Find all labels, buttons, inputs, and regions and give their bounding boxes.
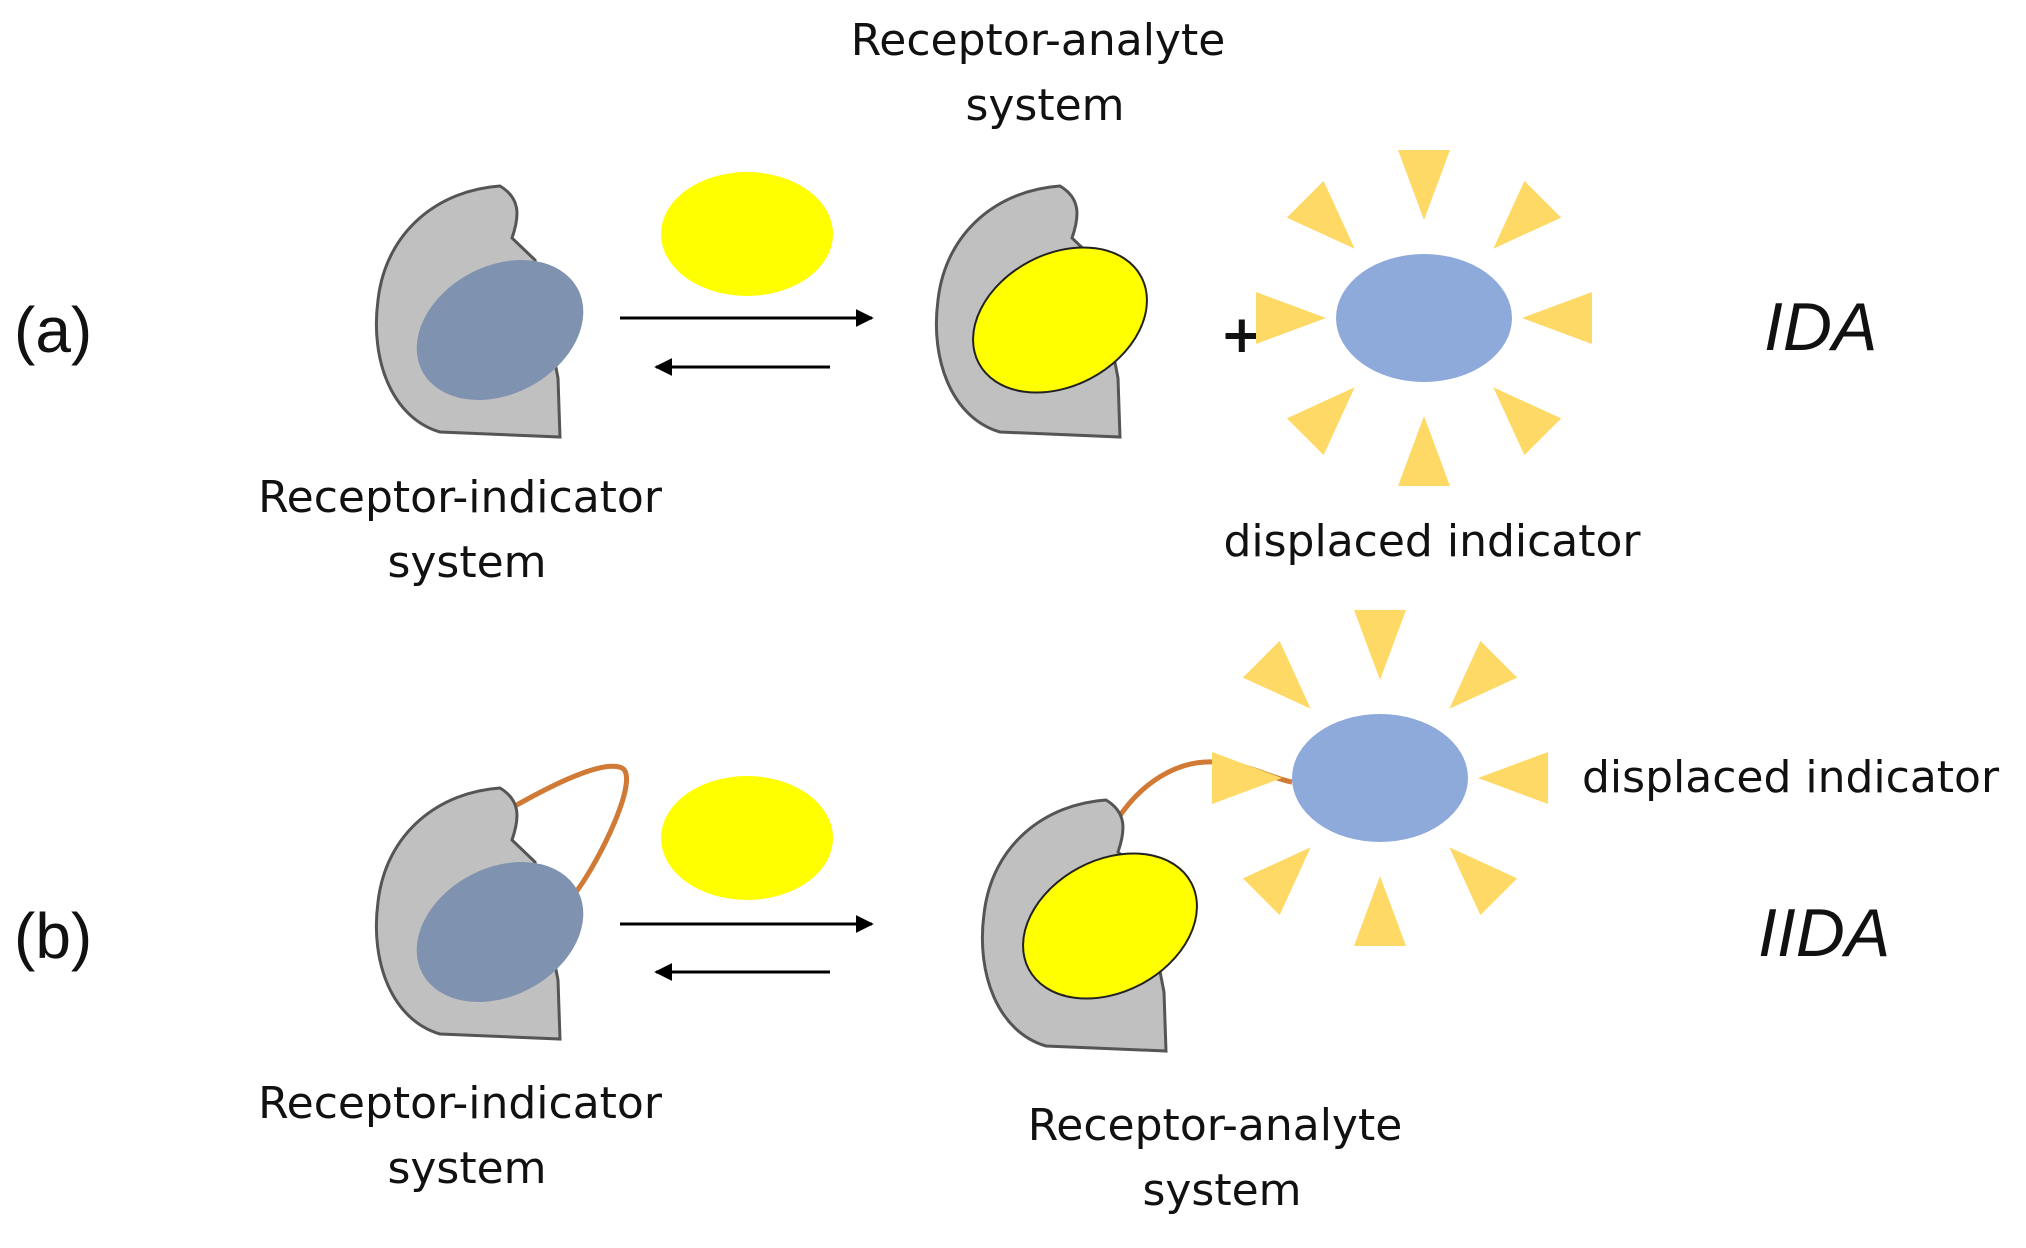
label-line: Receptor-analyte	[1028, 1100, 1403, 1151]
label-line: system	[1142, 1165, 1301, 1216]
displaced-indicator-b	[1212, 610, 1548, 946]
glow-ray	[1286, 180, 1355, 249]
receptor-indicator-label-b: Receptor-indicator system	[258, 1078, 676, 1194]
receptor-analyte-label-a: Receptor-analyte system	[851, 15, 1240, 131]
glow-rays-a	[1256, 150, 1592, 486]
indicator-bound-a	[416, 259, 584, 401]
glow-ray	[1286, 387, 1355, 456]
glow-ray	[1493, 387, 1562, 456]
panel-a: (a) +	[14, 15, 1877, 588]
glow-ray	[1256, 292, 1326, 344]
glow-ray	[1212, 752, 1282, 804]
glow-ray	[1242, 847, 1311, 916]
label-line: Receptor-indicator	[258, 1078, 663, 1129]
label-line: Receptor-analyte	[851, 15, 1226, 66]
analyte-bound-a	[972, 246, 1148, 394]
panel-b: (b)	[14, 610, 2000, 1216]
glow-ray	[1354, 876, 1406, 946]
glow-ray	[1398, 150, 1450, 220]
glow-rays-b	[1212, 610, 1548, 946]
glow-ray	[1493, 180, 1562, 249]
displaced-indicator-label-a: displaced indicator	[1223, 516, 1641, 567]
glow-ray	[1242, 640, 1311, 709]
label-line: system	[387, 537, 546, 588]
label-line: system	[965, 80, 1124, 131]
glow-ray	[1354, 610, 1406, 680]
displaced-indicator-a	[1256, 150, 1592, 486]
receptor-analyte-complex-b	[980, 759, 1293, 1053]
glow-ray	[1522, 292, 1592, 344]
analyte-bound-b	[1022, 852, 1198, 1000]
panel-a-label: (a)	[14, 294, 92, 366]
panel-b-label: (b)	[14, 900, 92, 972]
receptor-indicator-label-a: Receptor-indicator system	[258, 472, 676, 588]
analyte-b	[661, 776, 833, 900]
glow-ray	[1398, 416, 1450, 486]
analyte-a	[661, 172, 833, 296]
panel-a-acronym: IDA	[1764, 289, 1877, 365]
label-line: system	[387, 1143, 546, 1194]
label-line: Receptor-indicator	[258, 472, 663, 523]
receptor-indicator-complex-b	[374, 763, 629, 1041]
glow-ray	[1449, 640, 1518, 709]
linker-b	[506, 763, 629, 894]
glow-ray	[1449, 847, 1518, 916]
indicator-bound-b	[416, 861, 584, 1003]
receptor-analyte-complex-a	[934, 184, 1148, 439]
indicator-free-a	[1336, 254, 1512, 382]
glow-ray	[1478, 752, 1548, 804]
indicator-free-b	[1292, 714, 1468, 842]
displaced-indicator-label-b: displaced indicator	[1582, 752, 2000, 803]
panel-b-acronym: IIDA	[1758, 895, 1890, 971]
receptor-analyte-label-b: Receptor-analyte system	[1028, 1100, 1417, 1216]
receptor-indicator-complex-a	[374, 184, 584, 439]
